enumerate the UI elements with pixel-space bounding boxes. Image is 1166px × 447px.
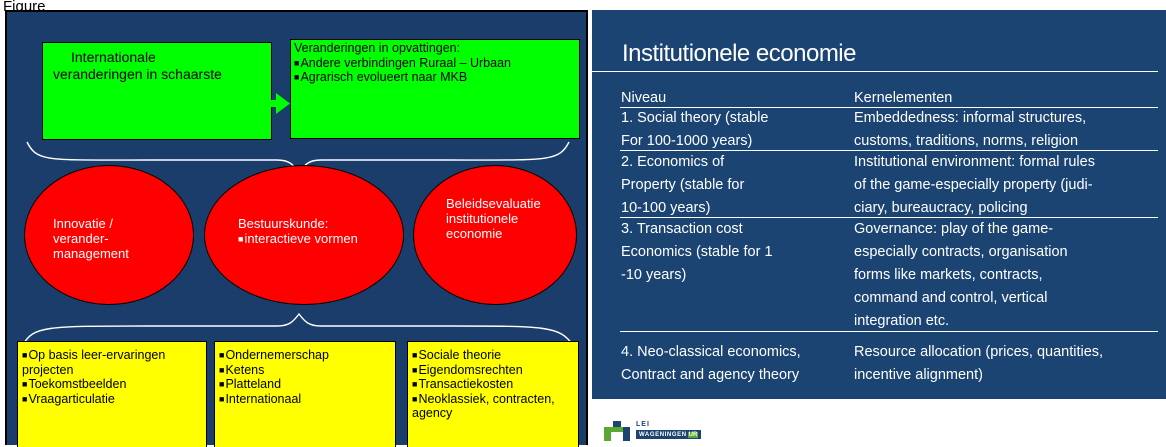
lei-logo-mark-icon (604, 421, 630, 441)
yellow-box-ondernemerschap: Ondernemerschap Ketens Platteland Intern… (214, 341, 396, 447)
row3-niveau-line1: 3. Transaction cost (621, 221, 743, 237)
yellow-box-theorie: Sociale theorie Eigendomsrechten Transac… (407, 341, 579, 447)
row2-kern-line2: of the game-especially property (judi- (854, 177, 1093, 193)
row3-kern-line1: Governance: play of the game- (854, 221, 1054, 237)
slide-title: Institutionele economie (622, 40, 856, 67)
row3-kern-line5: integration etc. (854, 313, 950, 329)
row2-niveau-line1: 2. Economics of (621, 154, 725, 170)
row2-kern-line1: Institutional environment: formal rules (854, 154, 1095, 170)
green-box-opvattingen: Veranderingen in opvattingen: Andere ver… (290, 39, 580, 139)
row4-kern-line2: incentive alignment) (854, 367, 983, 383)
header-kernelementen: Kernelementen (854, 90, 953, 106)
yellow-1-item-2: Toekomstbeelden (22, 377, 202, 392)
ellipse-innovatie: Innovatie / verander-management (24, 165, 194, 305)
yellow-box-projecten: Op basis leer-ervaringen projecten Toeko… (17, 341, 207, 447)
bestuurskunde-title: Bestuurskunde: (238, 216, 329, 231)
right-slide-background: Institutionele economie Niveau Kerneleme… (592, 10, 1166, 399)
opvattingen-item-1: Andere verbindingen Ruraal – Urbaan (294, 56, 576, 71)
row4-niveau-line2: Contract and agency theory (621, 367, 800, 383)
row3-kern-line4: command and control, vertical (854, 290, 1048, 306)
header-niveau: Niveau (621, 90, 667, 106)
row3-rule (620, 331, 1158, 332)
arrow-right-icon (241, 93, 290, 114)
bottom-brace (22, 312, 574, 346)
logo-lei-text: LEI (636, 421, 650, 428)
logo-wageningen-bar: WAGENINGEN UR (636, 430, 702, 439)
row1-rule (620, 150, 1158, 151)
opvattingen-title: Veranderingen in opvattingen: (294, 41, 461, 55)
yellow-3-item-2: Eigendomsrechten (412, 363, 574, 378)
green-box-schaarste: Internationale veranderingen in schaarst… (42, 42, 272, 140)
ellipse-beleidsevaluatie: Beleidsevaluatie institutionele economie (413, 165, 577, 305)
yellow-2-item-4: Internationaal (219, 392, 391, 407)
yellow-1-item-1: Op basis leer-ervaringen projecten (22, 348, 192, 377)
row3-kern-line2: especially contracts, organisation (854, 244, 1068, 260)
yellow-2-item-1: Ondernemerschap (219, 348, 391, 363)
row4-niveau-line1: 4. Neo-classical economics, (621, 344, 801, 360)
row1-kern-line1: Embeddedness: informal structures, (854, 110, 1087, 126)
left-slide: Internationale veranderingen in schaarst… (5, 10, 588, 447)
logo-wageningen-text: WAGENINGEN (639, 431, 687, 438)
yellow-3-item-4: Neoklassiek, contracten, agency (412, 392, 562, 421)
row1-niveau-line1: 1. Social theory (stable (621, 110, 769, 126)
row2-niveau-line2: Property (stable for (621, 177, 745, 193)
header-rule (620, 107, 1158, 108)
yellow-2-item-2: Ketens (219, 363, 391, 378)
row2-niveau-line3: 10-100 years) (621, 200, 711, 216)
bestuurskunde-item: interactieve vormen (238, 231, 357, 247)
row2-kern-line3: ciary, bureaucracy, policing (854, 200, 1028, 216)
title-underline (592, 71, 1158, 72)
yellow-3-item-3: Transactiekosten (412, 377, 574, 392)
lei-wageningen-logo: LEI WAGENINGEN UR (592, 399, 792, 445)
yellow-3-item-1: Sociale theorie (412, 348, 574, 363)
row2-rule (620, 217, 1158, 218)
schaarste-text: Internationale veranderingen in schaarst… (53, 49, 222, 82)
right-slide: Institutionele economie Niveau Kerneleme… (592, 10, 1166, 445)
logo-ur-text: UR (687, 431, 699, 438)
row1-niveau-line2: For 100-1000 years) (621, 133, 753, 149)
row4-kern-line1: Resource allocation (prices, quantities, (854, 344, 1104, 360)
yellow-2-item-3: Platteland (219, 377, 391, 392)
row3-niveau-line3: -10 years) (621, 267, 687, 283)
opvattingen-item-2: Agrarisch evolueert naar MKB (294, 70, 576, 85)
row3-kern-line3: forms like markets, contracts, (854, 267, 1043, 283)
row1-kern-line2: customs, traditions, norms, religion (854, 133, 1079, 149)
row3-niveau-line2: Economics (stable for 1 (621, 244, 773, 260)
beleidsevaluatie-text: Beleidsevaluatie institutionele economie (446, 196, 541, 241)
yellow-1-item-3: Vraagarticulatie (22, 392, 202, 407)
innovatie-text: Innovatie / verander-management (53, 216, 129, 261)
ellipse-bestuurskunde: Bestuurskunde: interactieve vormen (204, 165, 404, 305)
